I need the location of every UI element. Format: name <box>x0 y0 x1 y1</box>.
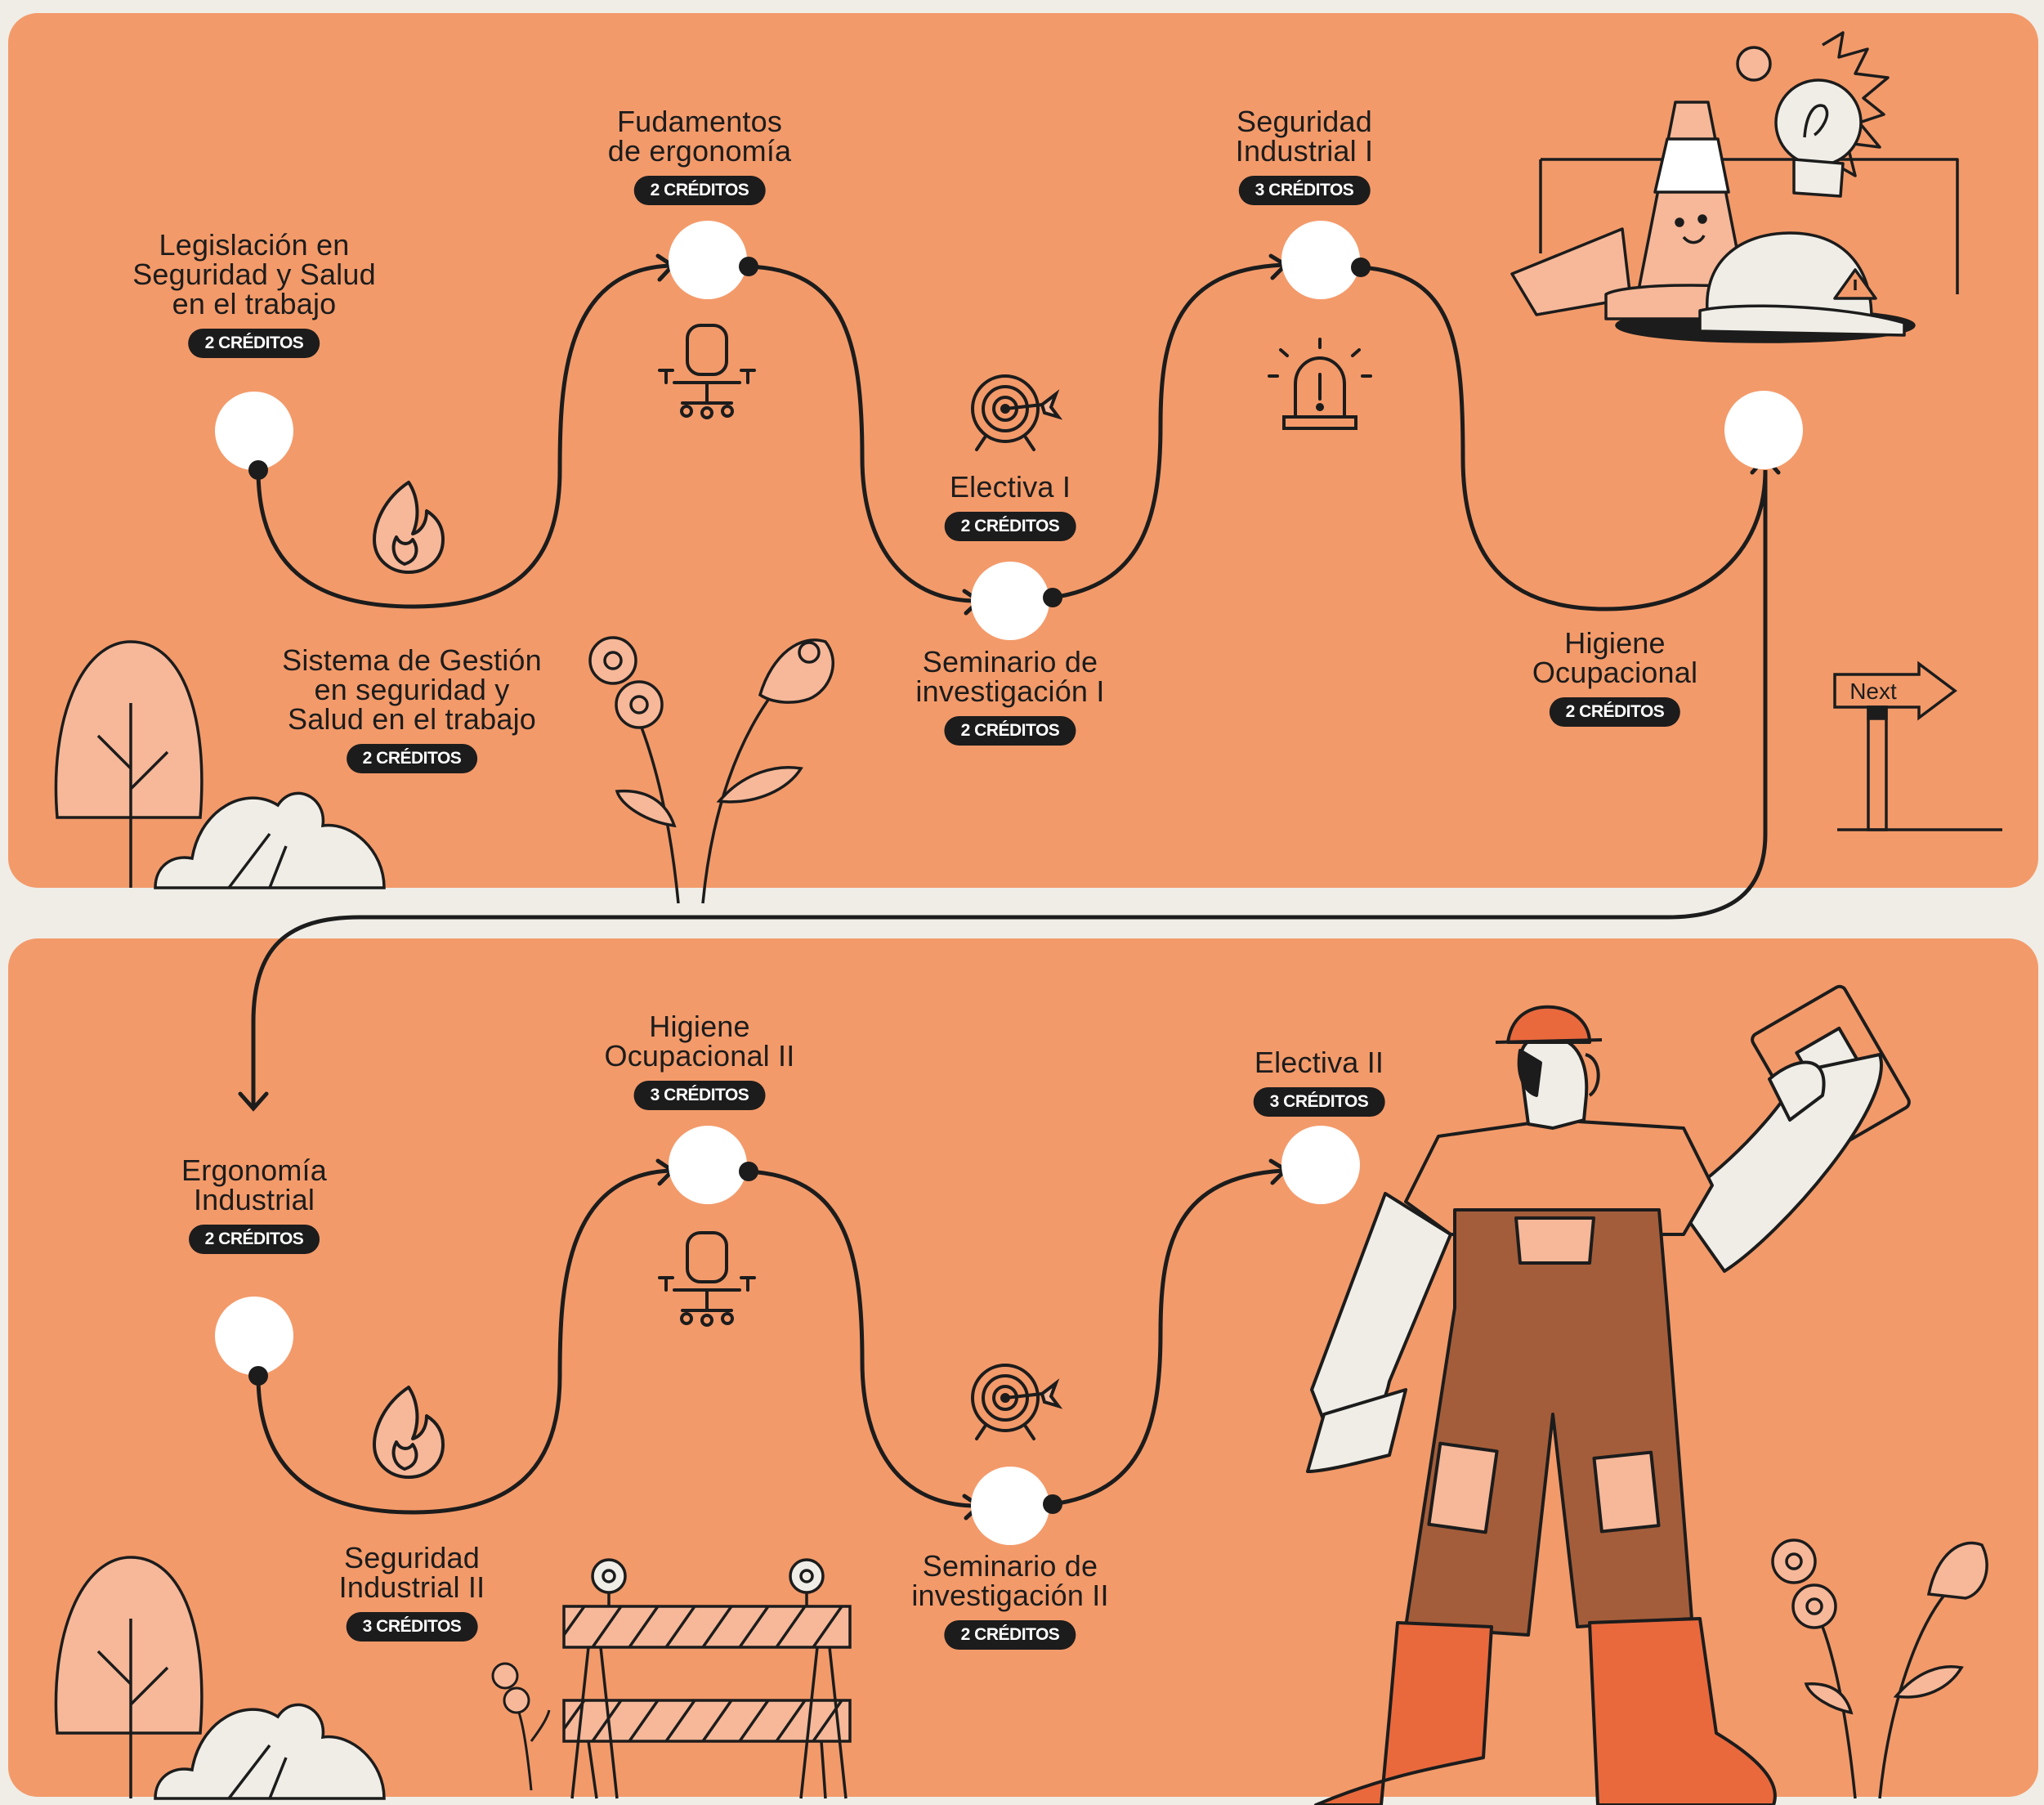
flower-icon <box>491 1662 551 1791</box>
node-circle <box>669 1126 747 1204</box>
course-title: Electiva II <box>1254 1046 1384 1079</box>
fire-icon <box>373 481 445 574</box>
signpost-icon <box>1833 661 2002 831</box>
node-circle <box>1281 221 1360 299</box>
course-node[interactable]: Seminario de investigación I 2 CRÉDITOS <box>915 647 1104 746</box>
node-connector-dots <box>248 257 1371 1514</box>
course-title: Seguridad <box>344 1541 480 1574</box>
roadmap-path-top <box>251 262 1768 1105</box>
path-arrowheads-bottom <box>655 1158 1290 1521</box>
course-title: Industrial II <box>338 1570 485 1604</box>
course-title: Ocupacional <box>1532 656 1698 689</box>
course-title: Seminario de <box>922 1549 1098 1583</box>
course-title: Industrial <box>193 1183 315 1216</box>
tree-icon <box>54 1556 204 1798</box>
flower-icon <box>588 636 834 904</box>
office-chair-icon <box>658 1231 756 1327</box>
worker-illustration <box>1306 984 1911 1805</box>
credits-badge: 3 CRÉDITOS <box>1253 1087 1385 1117</box>
course-node[interactable]: Higiene Ocupacional 2 CRÉDITOS <box>1532 629 1697 727</box>
node-circle <box>1281 1126 1360 1204</box>
course-title: Seguridad <box>1237 105 1372 138</box>
credits-badge: 2 CRÉDITOS <box>188 329 320 358</box>
office-chair-icon <box>658 324 756 419</box>
safety-illustration <box>1510 31 1959 343</box>
credits-badge: 3 CRÉDITOS <box>633 1081 766 1110</box>
fire-icon <box>373 1386 445 1479</box>
course-title: en el trabajo <box>172 287 337 320</box>
node-circle <box>971 1467 1049 1545</box>
course-title: Electiva I <box>949 470 1071 504</box>
course-title: de ergonomía <box>607 134 792 168</box>
node-circle <box>1724 391 1803 469</box>
course-node[interactable]: Ergonomía Industrial 2 CRÉDITOS <box>181 1156 327 1254</box>
credits-badge: 2 CRÉDITOS <box>944 1620 1076 1650</box>
target-icon <box>971 1364 1063 1440</box>
node-circle <box>215 392 293 470</box>
node-circle <box>669 221 747 299</box>
tree-icon <box>54 640 204 888</box>
course-node[interactable]: Seguridad Industrial I 3 CRÉDITOS <box>1236 107 1373 205</box>
credits-badge: 2 CRÉDITOS <box>944 512 1076 541</box>
course-node[interactable]: Higiene Ocupacional II 3 CRÉDITOS <box>605 1012 795 1110</box>
course-title: Higiene <box>649 1010 750 1043</box>
course-title: Higiene <box>1564 626 1666 660</box>
node-circle <box>215 1297 293 1375</box>
course-node[interactable]: Sistema de Gestión en seguridad y Salud … <box>282 646 542 773</box>
signpost-label[interactable]: Next <box>1849 679 1897 704</box>
flower-icon <box>1771 1539 1988 1799</box>
course-title: Fudamentos <box>616 105 783 138</box>
course-title: Seguridad y Salud <box>132 258 376 291</box>
course-title: Industrial I <box>1235 134 1374 168</box>
course-node[interactable]: Legislación en Seguridad y Salud en el t… <box>132 231 376 358</box>
roadmap-path-bottom <box>256 1168 1284 1515</box>
course-title: investigación II <box>911 1579 1109 1612</box>
bush-icon <box>154 791 386 889</box>
course-node[interactable]: Fudamentos de ergonomía 2 CRÉDITOS <box>608 107 792 205</box>
course-node[interactable]: Seminario de investigación II 2 CRÉDITOS <box>911 1552 1108 1650</box>
course-title: Legislación en <box>159 228 350 262</box>
course-title: Ocupacional II <box>604 1039 795 1073</box>
course-title: Seminario de <box>922 645 1098 679</box>
credits-badge: 2 CRÉDITOS <box>346 744 478 773</box>
course-node[interactable]: Electiva I 2 CRÉDITOS <box>944 470 1076 541</box>
credits-badge: 2 CRÉDITOS <box>633 176 766 205</box>
alarm-siren-icon <box>1268 338 1372 430</box>
course-title: Salud en el trabajo <box>287 702 537 736</box>
course-title: Ergonomía <box>181 1153 327 1187</box>
course-title: Sistema de Gestión <box>282 643 542 677</box>
course-title: investigación I <box>915 674 1105 708</box>
credits-badge: 3 CRÉDITOS <box>346 1612 478 1642</box>
lightbulb-icon <box>1774 31 1890 198</box>
node-circle <box>971 562 1049 640</box>
node-circles <box>215 221 1803 1545</box>
target-icon <box>971 374 1063 451</box>
course-node[interactable]: Electiva II 3 CRÉDITOS <box>1253 1046 1385 1117</box>
course-title: en seguridad y <box>314 673 510 706</box>
barrier-icon <box>562 1558 852 1799</box>
credits-badge: 3 CRÉDITOS <box>1238 176 1371 205</box>
course-node[interactable]: Seguridad Industrial II 3 CRÉDITOS <box>339 1543 485 1642</box>
credits-badge: 2 CRÉDITOS <box>188 1225 320 1254</box>
bush-icon <box>154 1703 386 1800</box>
hard-hat-icon <box>1698 231 1906 337</box>
credits-badge: 2 CRÉDITOS <box>1549 697 1681 727</box>
credits-badge: 2 CRÉDITOS <box>944 716 1076 746</box>
